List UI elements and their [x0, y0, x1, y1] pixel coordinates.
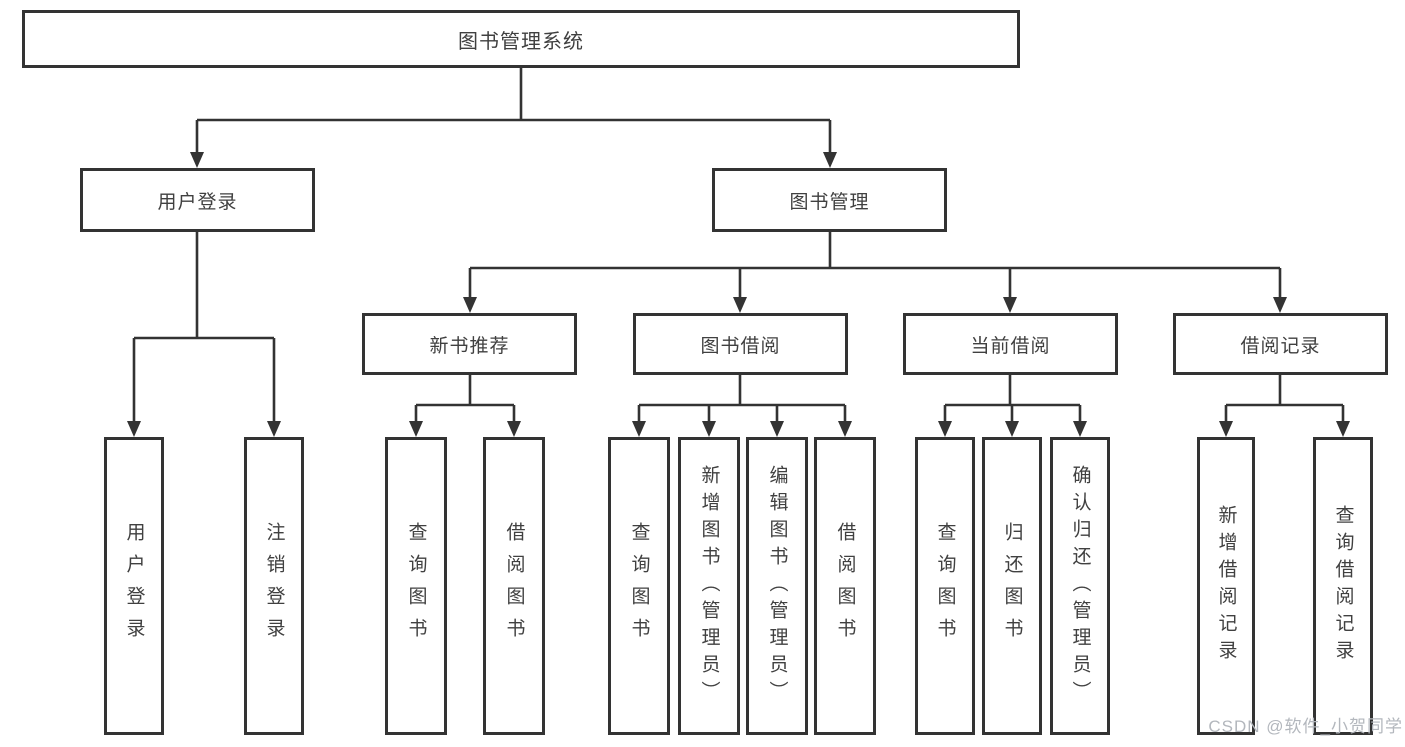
node-user-login: 用户登录 [80, 168, 315, 232]
node-label: 用户登录 [157, 191, 238, 213]
watermark: CSDN @软件_小贺同学 [1208, 717, 1403, 736]
node-label: 注销登录 [263, 522, 285, 650]
node-label: 查询图书 [405, 522, 427, 650]
node-user-login-leaf: 用户登录 [104, 437, 164, 735]
node-label: 新增借阅记录 [1215, 505, 1237, 667]
node-add-borrow-record: 新增借阅记录 [1197, 437, 1255, 735]
node-label: 新增图书（管理员） [698, 464, 720, 708]
node-query-books-current: 查询图书 [915, 437, 975, 735]
node-query-books-recommend: 查询图书 [385, 437, 447, 735]
node-label: 用户登录 [123, 522, 145, 650]
node-label: 借阅记录 [1240, 335, 1321, 357]
node-root: 图书管理系统 [22, 10, 1020, 68]
node-label: 借阅图书 [834, 522, 856, 650]
node-current-borrow: 当前借阅 [903, 313, 1118, 375]
node-label: 编辑图书（管理员） [766, 464, 788, 708]
node-borrow-books-recommend: 借阅图书 [483, 437, 545, 735]
node-return-book: 归还图书 [982, 437, 1042, 735]
node-confirm-return-admin: 确认归还（管理员） [1050, 437, 1110, 735]
node-query-borrow-record: 查询借阅记录 [1313, 437, 1373, 735]
node-label: 当前借阅 [970, 335, 1051, 357]
node-query-books-borrow: 查询图书 [608, 437, 670, 735]
node-label: 图书管理 [789, 191, 870, 213]
node-borrow-records: 借阅记录 [1173, 313, 1388, 375]
node-borrow-books-leaf: 借阅图书 [814, 437, 876, 735]
node-book-borrow: 图书借阅 [633, 313, 848, 375]
node-label: 查询图书 [628, 522, 650, 650]
node-label: 确认归还（管理员） [1069, 464, 1091, 708]
node-edit-book-admin: 编辑图书（管理员） [746, 437, 808, 735]
node-label: 新书推荐 [429, 335, 510, 357]
node-label: 归还图书 [1001, 522, 1023, 650]
node-label: 图书管理系统 [458, 30, 584, 53]
node-label: 查询图书 [934, 522, 956, 650]
node-book-management: 图书管理 [712, 168, 947, 232]
node-new-book-recommend: 新书推荐 [362, 313, 577, 375]
node-label: 图书借阅 [700, 335, 781, 357]
node-add-book-admin: 新增图书（管理员） [678, 437, 740, 735]
node-label: 查询借阅记录 [1332, 505, 1354, 667]
node-label: 借阅图书 [503, 522, 525, 650]
node-logout-leaf: 注销登录 [244, 437, 304, 735]
